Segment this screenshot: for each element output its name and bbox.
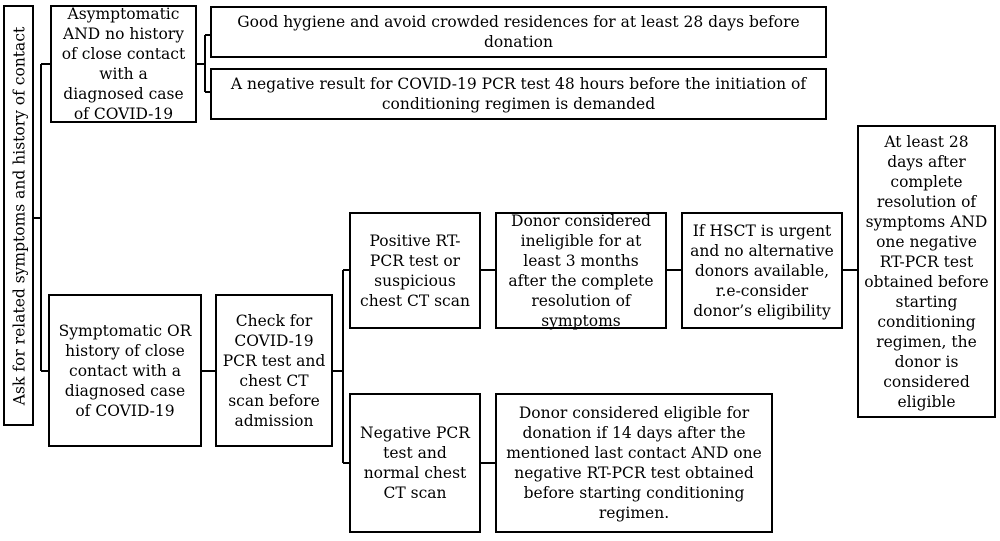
- negative-result-box: Negative PCR test and normal chest CT sc…: [349, 393, 481, 533]
- check-pcr-ct-box: Check for COVID-19 PCR test and chest CT…: [215, 294, 333, 447]
- eligible-text: Donor considered eligible for donation i…: [506, 404, 762, 522]
- eligible-box: Donor considered eligible for donation i…: [495, 393, 773, 533]
- positive-result-box: Positive RT-PCR test or suspicious chest…: [349, 212, 481, 329]
- urgent-hsct-box: If HSCT is urgent and no alternative don…: [681, 212, 843, 329]
- negative-result-text: Negative PCR test and normal chest CT sc…: [360, 424, 470, 502]
- ineligible-text: Donor considered ineligible for at least…: [508, 211, 654, 330]
- positive-result-text: Positive RT-PCR test or suspicious chest…: [360, 231, 470, 310]
- final-eligibility-box: At least 28 days after complete resoluti…: [857, 125, 996, 418]
- pcr-48h-box: A negative result for COVID-19 PCR test …: [210, 68, 827, 120]
- ineligible-box: Donor considered ineligible for at least…: [495, 211, 667, 330]
- root-label: Ask for related symptoms and history of …: [9, 26, 28, 405]
- pcr-48h-text: A negative result for COVID-19 PCR test …: [230, 75, 807, 113]
- urgent-hsct-text: If HSCT is urgent and no alternative don…: [690, 221, 834, 320]
- hygiene-box: Good hygiene and avoid crowded residence…: [210, 6, 827, 58]
- symptomatic-condition-box: Symptomatic OR history of close contact …: [48, 294, 202, 447]
- root-question: Ask for related symptoms and history of …: [3, 5, 34, 426]
- asymptomatic-condition-text: Asymptomatic AND no history of close con…: [61, 5, 186, 123]
- symptomatic-condition-text: Symptomatic OR history of close contact …: [58, 321, 192, 420]
- hygiene-text: Good hygiene and avoid crowded residence…: [237, 13, 800, 51]
- check-pcr-ct-text: Check for COVID-19 PCR test and chest CT…: [222, 311, 326, 430]
- final-eligibility-text: At least 28 days after complete resoluti…: [864, 132, 989, 411]
- asymptomatic-condition-box: Asymptomatic AND no history of close con…: [50, 5, 197, 123]
